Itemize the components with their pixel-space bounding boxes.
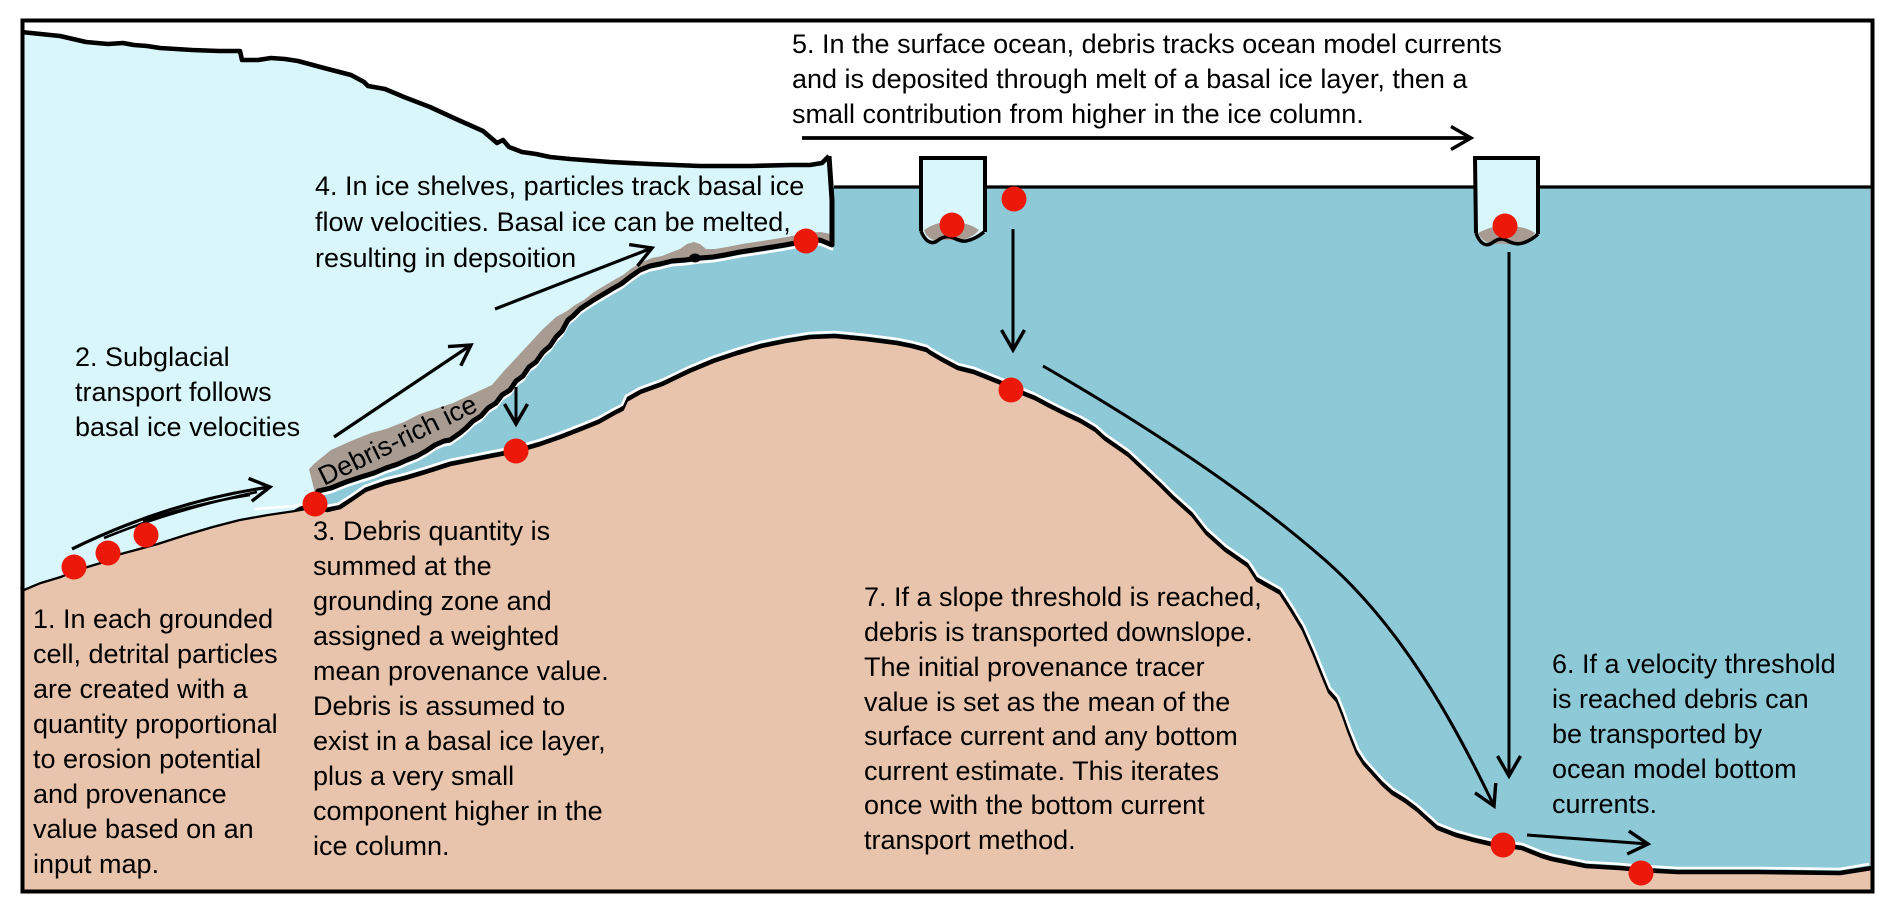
svg-text:3. Debris quantity is: 3. Debris quantity is: [313, 516, 550, 546]
svg-text:flow velocities. Basal ice can: flow velocities. Basal ice can be melted…: [315, 207, 791, 237]
svg-text:The initial provenance tracer: The initial provenance tracer: [864, 652, 1205, 682]
svg-text:resulting in depsoition: resulting in depsoition: [315, 243, 576, 273]
svg-text:2. Subglacial: 2. Subglacial: [75, 342, 230, 372]
svg-text:value based on an: value based on an: [33, 814, 254, 844]
svg-text:transport follows: transport follows: [75, 377, 272, 407]
svg-text:Debris is assumed to: Debris is assumed to: [313, 691, 565, 721]
svg-text:cell, detrital particles: cell, detrital particles: [33, 639, 278, 669]
svg-text:quantity proportional: quantity proportional: [33, 709, 278, 739]
svg-text:once with the bottom current: once with the bottom current: [864, 790, 1205, 820]
svg-text:ice column.: ice column.: [313, 831, 450, 861]
svg-text:are created with a: are created with a: [33, 674, 249, 704]
svg-text:basal ice velocities: basal ice velocities: [75, 412, 300, 442]
svg-text:plus a very small: plus a very small: [313, 761, 514, 791]
svg-text:grounding zone and: grounding zone and: [313, 586, 552, 616]
svg-text:7. If a slope threshold is rea: 7. If a slope threshold is reached,: [864, 582, 1262, 612]
svg-text:and provenance: and provenance: [33, 779, 227, 809]
svg-text:to erosion potential: to erosion potential: [33, 744, 261, 774]
svg-text:exist in a basal ice layer,: exist in a basal ice layer,: [313, 726, 606, 756]
svg-text:is reached debris can: is reached debris can: [1552, 684, 1809, 714]
svg-text:5. In the surface ocean, debri: 5. In the surface ocean, debris tracks o…: [792, 29, 1502, 59]
svg-text:transport method.: transport method.: [864, 825, 1076, 855]
svg-text:small contribution from higher: small contribution from higher in the ic…: [792, 99, 1364, 129]
svg-text:1. In each grounded: 1. In each grounded: [33, 604, 273, 634]
svg-text:mean provenance value.: mean provenance value.: [313, 656, 609, 686]
svg-text:value is set as the mean of th: value is set as the mean of the: [864, 687, 1230, 717]
svg-text:surface current and any bottom: surface current and any bottom: [864, 721, 1238, 751]
svg-text:assigned a weighted: assigned a weighted: [313, 621, 559, 651]
svg-text:debris is transported downslop: debris is transported downslope.: [864, 617, 1253, 647]
svg-text:ocean model bottom: ocean model bottom: [1552, 754, 1797, 784]
svg-text:input map.: input map.: [33, 849, 159, 879]
svg-text:currents.: currents.: [1552, 789, 1657, 819]
svg-text:be transported by: be transported by: [1552, 719, 1763, 749]
svg-text:6. If a velocity threshold: 6. If a velocity threshold: [1552, 649, 1836, 679]
svg-text:and is deposited through melt: and is deposited through melt of a basal…: [792, 64, 1468, 94]
svg-text:4. In ice shelves, particles t: 4. In ice shelves, particles track basal…: [315, 171, 804, 201]
svg-text:current estimate. This iterate: current estimate. This iterates: [864, 756, 1219, 786]
svg-text:summed at the: summed at the: [313, 551, 492, 581]
svg-text:component higher in the: component higher in the: [313, 796, 603, 826]
